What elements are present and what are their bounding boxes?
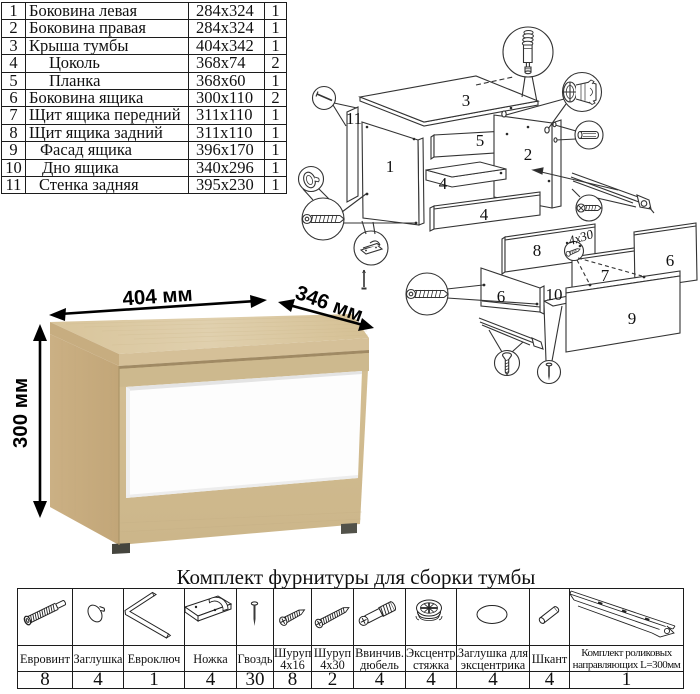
svg-text:4: 4 [439, 174, 448, 193]
svg-text:300 мм: 300 мм [9, 378, 32, 448]
svg-text:9: 9 [628, 309, 637, 328]
svg-text:8: 8 [533, 241, 542, 260]
svg-text:404 мм: 404 мм [122, 283, 194, 311]
svg-text:3: 3 [462, 91, 471, 110]
svg-text:6: 6 [497, 287, 506, 306]
svg-text:6: 6 [666, 251, 675, 270]
svg-text:4: 4 [480, 205, 489, 224]
svg-text:7: 7 [601, 266, 610, 285]
svg-text:2: 2 [524, 145, 533, 164]
svg-text:10: 10 [546, 285, 563, 304]
svg-text:11: 11 [346, 109, 362, 128]
svg-text:1: 1 [386, 157, 395, 176]
svg-text:5: 5 [476, 131, 485, 150]
